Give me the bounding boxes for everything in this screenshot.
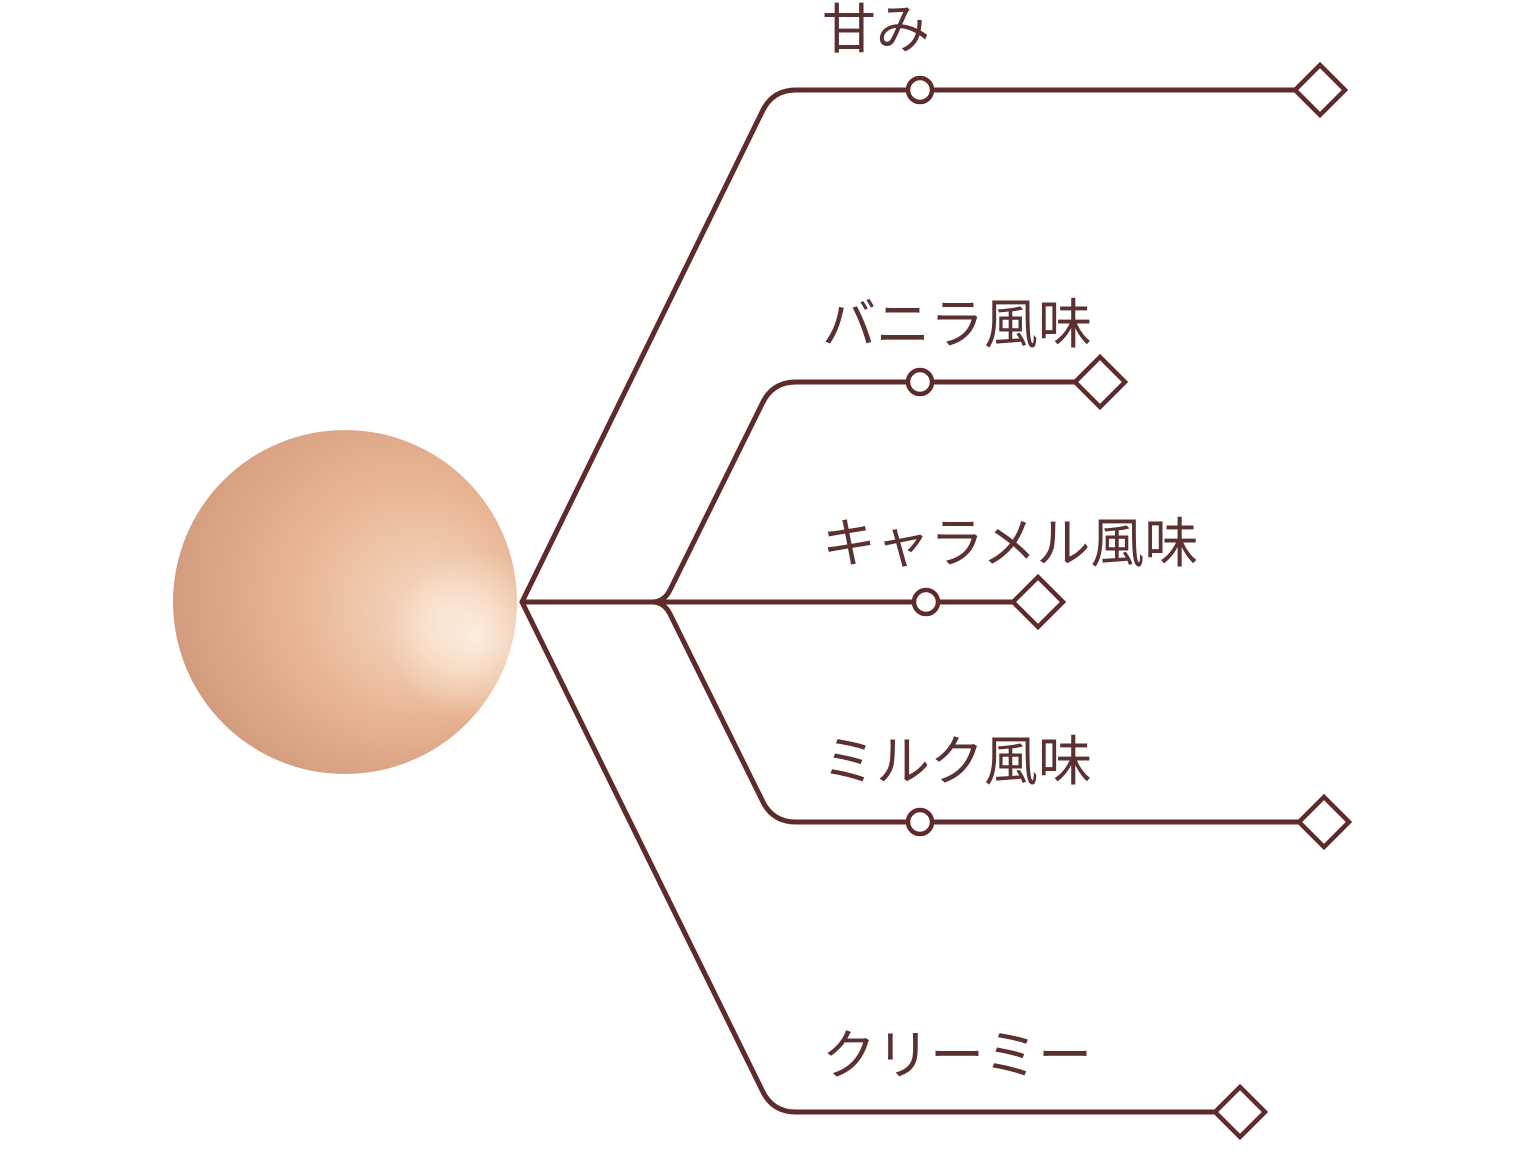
diamond-marker-sweetness [1291,61,1349,119]
root-sphere-highlight [173,430,517,774]
circle-marker-caramel [911,587,941,617]
branch-markers [905,61,1353,1141]
branch-label-creamy: クリーミー [822,1024,1092,1087]
branch-line-creamy [519,599,1238,1115]
branch-line-milk [519,599,1318,825]
circle-marker-milk [905,807,935,837]
branch-lines [519,87,1318,1115]
branch-labels: 甘み バニラ風味 キャラメル風味 ミルク風味 クリーミー [822,0,1198,1087]
branch-label-milk: ミルク風味 [822,730,1092,793]
diamond-marker-milk [1295,793,1353,851]
diamond-marker-caramel [1009,573,1067,631]
branch-label-caramel: キャラメル風味 [822,512,1198,575]
branch-label-vanilla: バニラ風味 [822,293,1092,356]
root-sphere-group [173,430,517,774]
circle-marker-vanilla [905,367,935,397]
diamond-marker-vanilla [1071,353,1129,411]
diamond-marker-creamy [1211,1083,1269,1141]
branch-label-sweetness: 甘み [822,0,930,61]
circle-marker-sweetness [905,75,935,105]
branch-line-sweetness [519,87,1318,605]
